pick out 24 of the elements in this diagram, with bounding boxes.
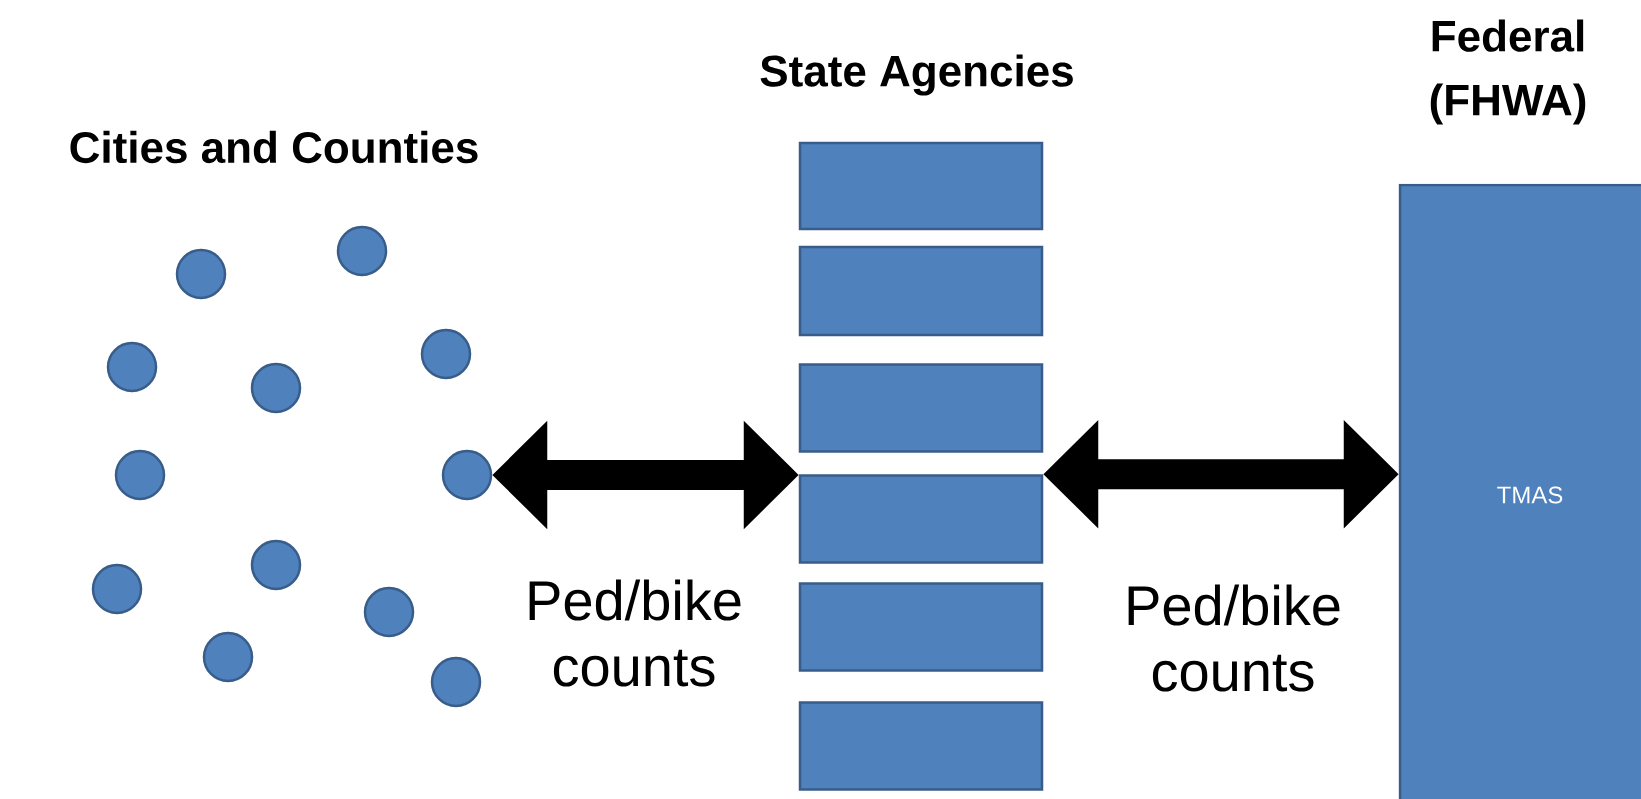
box [798,701,1044,791]
circle [430,656,482,708]
circle [175,248,227,300]
box [798,141,1044,231]
circle [336,225,388,277]
circle [106,341,158,393]
box [798,363,1044,453]
circle [91,563,143,615]
heading: State Agencies [760,54,1073,96]
circle [420,328,472,380]
heading: Federal (FHWA) [1430,19,1586,125]
circle [202,631,254,683]
circle [441,449,493,501]
box [798,582,1044,672]
box [798,474,1044,564]
edge-label: Ped/bike counts [529,579,741,687]
box [798,245,1044,337]
circle [363,586,415,638]
federal-box: TMAS [1398,183,1641,799]
circle [114,449,166,501]
edge-label: Ped/bike counts [1128,584,1340,692]
circle [250,539,302,591]
heading: Cities and Counties [70,130,478,164]
circle [250,362,302,414]
